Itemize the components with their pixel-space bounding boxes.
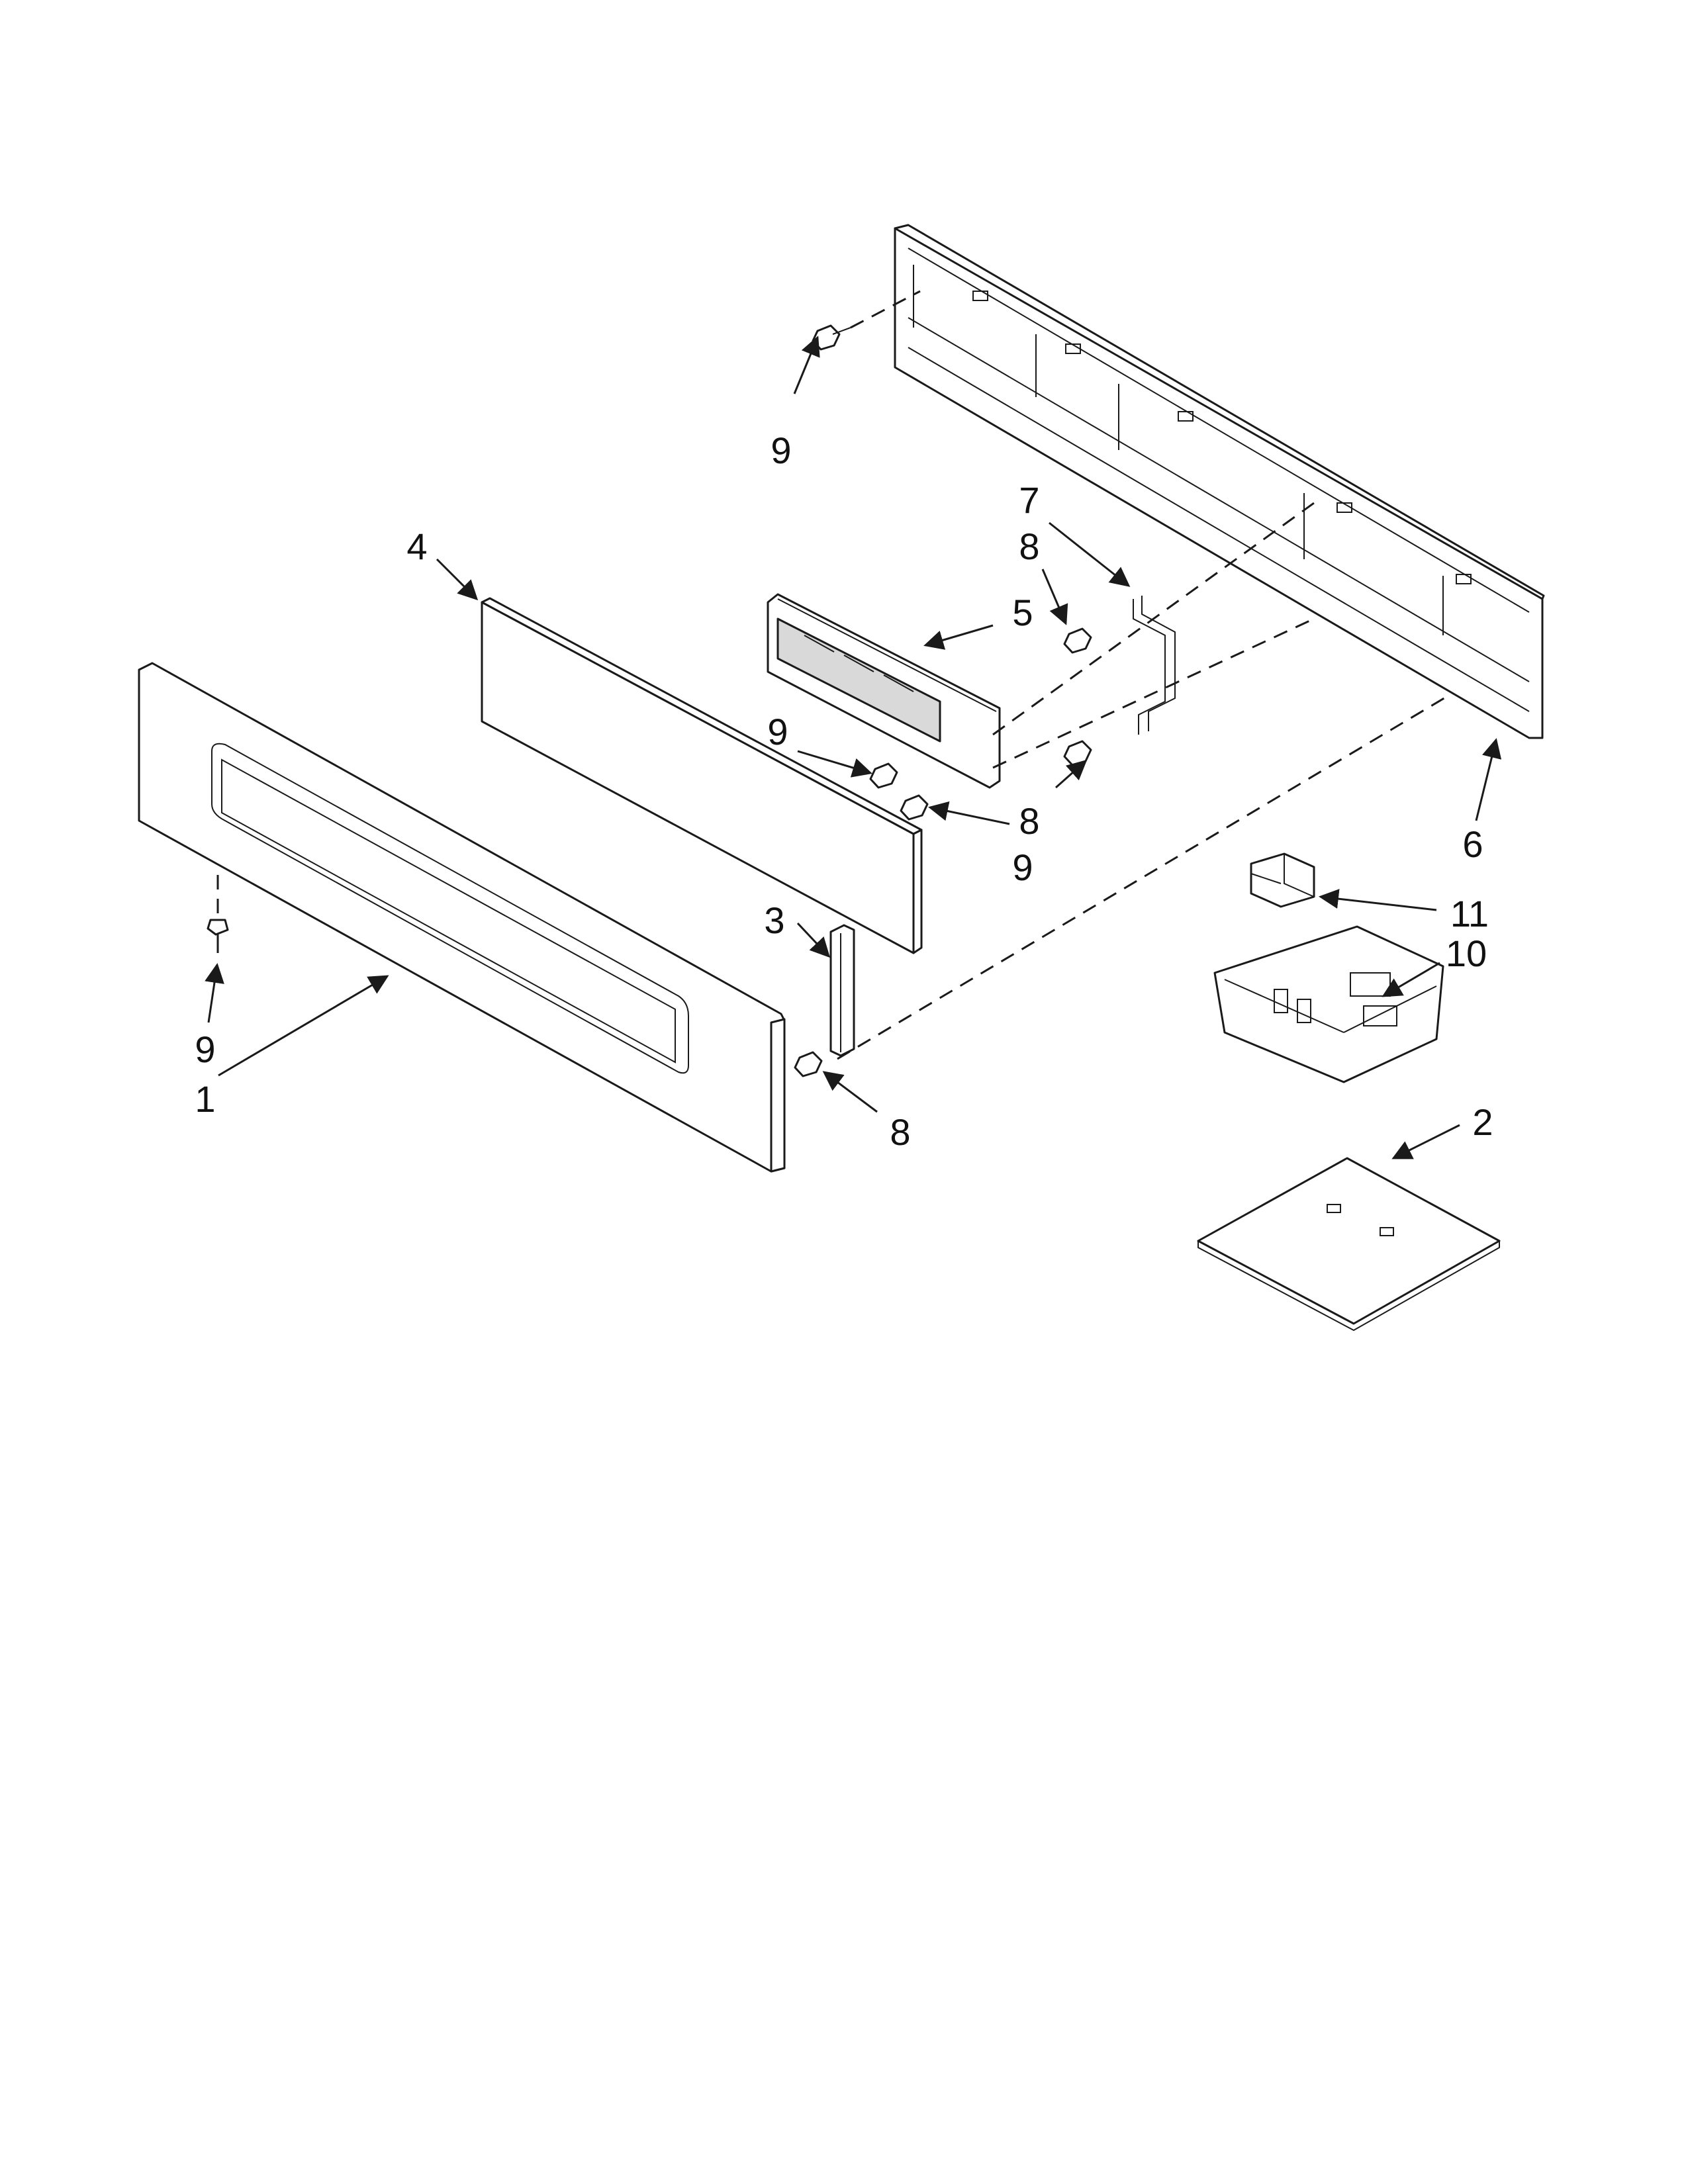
callout-8-lower: 8: [1019, 800, 1039, 842]
screw-part-9-mid-b: [900, 794, 929, 821]
screw-part-9-left: [207, 919, 229, 953]
callout-9-top: 9: [771, 430, 791, 471]
side-bracket: [829, 924, 855, 1057]
alignment-lines: [216, 290, 1450, 1060]
control-panel-bracket: [894, 224, 1545, 739]
callout-10: 10: [1446, 933, 1487, 974]
callout-8-upper: 8: [1019, 525, 1039, 567]
callout-3: 3: [764, 899, 784, 941]
callout-6: 6: [1462, 823, 1483, 865]
callout-9-mid-left: 9: [767, 711, 788, 752]
callout-8-bottom: 8: [890, 1111, 910, 1153]
relay-board: [1213, 925, 1444, 1083]
callout-9-mid-right: 9: [1012, 846, 1033, 888]
screw-part-8-bottom: [794, 1051, 823, 1077]
callout-9-left: 9: [195, 1028, 215, 1070]
callout-1: 1: [195, 1078, 215, 1120]
callout-5: 5: [1012, 592, 1033, 633]
control-panel-front: [138, 662, 786, 1173]
mounting-bracket: [1133, 596, 1176, 735]
electronic-control: [767, 593, 1001, 789]
screw-part-9-mid-a: [869, 762, 898, 789]
callout-2: 2: [1472, 1101, 1493, 1143]
screw-part-8-upper: [1063, 627, 1092, 654]
callout-11: 11: [1450, 893, 1489, 934]
glass-overlay: [481, 597, 923, 954]
callout-labels: 9 7 8 4 5 9 8 9 6 3 11 10 9 1 8 2: [195, 430, 1493, 1153]
callout-4: 4: [406, 525, 427, 567]
mounting-panel: [1197, 1157, 1501, 1332]
switch: [1250, 852, 1315, 908]
screw-part-8-lower: [1063, 740, 1092, 766]
callout-leaders: [205, 336, 1502, 1160]
callout-7: 7: [1019, 479, 1039, 521]
screw-part-9-top: [812, 324, 851, 351]
